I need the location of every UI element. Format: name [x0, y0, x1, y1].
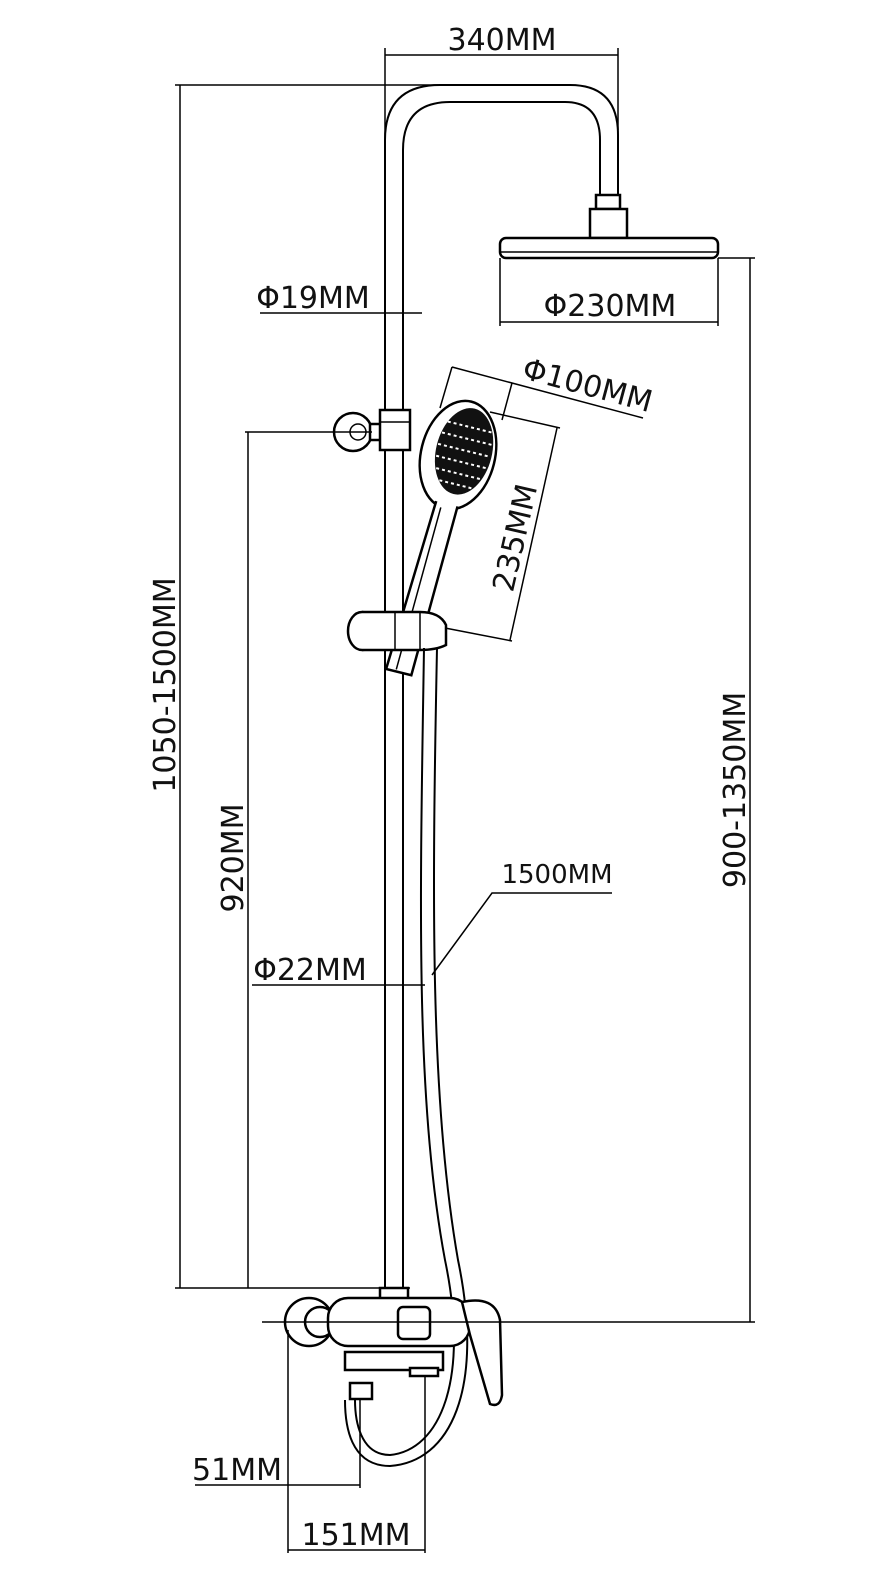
overhead-pipe — [384, 84, 619, 1290]
label-valve-depth: 151MM — [301, 1518, 410, 1553]
hose — [344, 647, 469, 1468]
wall-bracket — [332, 408, 412, 453]
label-valve-offset: 51MM — [192, 1453, 282, 1488]
hand-shower — [384, 399, 498, 677]
slider-clamp — [346, 610, 448, 652]
label-head-height: 900-1350MM — [718, 692, 753, 888]
mixer-valve — [283, 1286, 504, 1407]
label-total-height: 1050-1500MM — [148, 577, 183, 792]
shower-head — [498, 193, 720, 260]
label-slide-bar-height: 920MM — [216, 803, 251, 912]
label-hand-shower-length: 235MM — [486, 481, 545, 595]
dimension-lines — [175, 48, 755, 1553]
label-head-diameter: Φ230MM — [544, 289, 677, 324]
label-arm-width: 340MM — [447, 23, 556, 58]
label-hand-shower-diameter: Φ100MM — [519, 352, 656, 420]
label-upper-pipe-diameter: Φ19MM — [256, 281, 370, 316]
label-hose-length: 1500MM — [501, 860, 612, 890]
label-lower-pipe-diameter: Φ22MM — [253, 953, 367, 988]
